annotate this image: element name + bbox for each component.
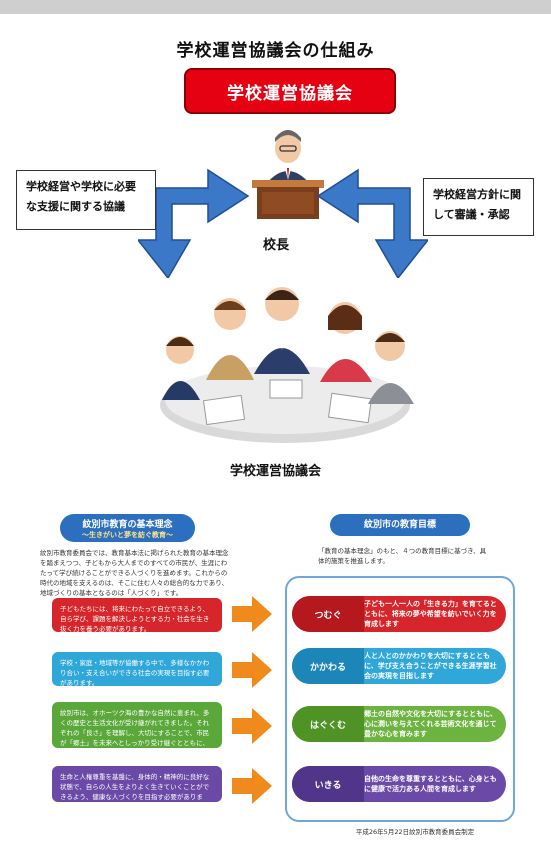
council-header-box: 学校運営協議会 xyxy=(184,68,396,114)
philosophy-subtitle: ～生きがいと夢を紡ぐ教育～ xyxy=(82,531,173,539)
principal-head xyxy=(275,133,301,163)
person-right xyxy=(368,331,414,404)
goal-text-tsumugu: 子ども一人一人の「生きる力」を育てるとともに、将来の夢や希望を紡いでいく力を育成… xyxy=(364,600,497,628)
right-explanation-text: 学校経営方針に関して審議・承認 xyxy=(433,188,521,221)
paper-1 xyxy=(202,394,246,426)
meeting-illustration xyxy=(160,287,414,443)
philosophy-card-1: 子どもたちには、将来にわたって自立できるよう、自ら学び、課題を解決しようとする力… xyxy=(52,598,222,633)
philosophy-card-2-text: 学校・家庭・地域等が協働する中で、多様なかかわり合い・支え合いができる社会の実現… xyxy=(60,659,210,687)
principal-desk-top xyxy=(252,180,324,188)
top-gray-bar xyxy=(0,0,551,14)
person-center xyxy=(254,287,310,374)
person-left xyxy=(162,336,200,400)
goal-text-ikiru: 自他の生命を尊重するとともに、心身ともに健康で活力ある人間を育成します xyxy=(364,775,497,793)
paper-3 xyxy=(269,379,303,399)
principal-hair xyxy=(275,130,301,142)
goal-key-hagukumu: はぐくむ xyxy=(292,706,364,742)
left-blue-arrow xyxy=(138,168,250,278)
establishment-footnote: 平成26年5月22日紋別市教育委員会制定 xyxy=(355,828,475,836)
philosophy-title-pill: 紋別市教育の基本理念 ～生きがいと夢を紡ぐ教育～ xyxy=(60,514,195,542)
orange-arrow-3 xyxy=(232,708,272,744)
goal-row-tsumugu: つむぐ 子ども一人一人の「生きる力」を育てるとともに、将来の夢や希望を紡いでいく… xyxy=(292,596,506,632)
left-explanation-box: 学校経営や学校に必要な支援に関する協議 xyxy=(16,170,156,230)
goal-text-kakawaru: 人と人とのかかわりを大切にするとともに、学び支え合うことができる生涯学習社会の実… xyxy=(364,652,497,680)
orange-arrow-1 xyxy=(232,596,272,632)
philosophy-card-3-text: 紋別市は、オホーツク海の豊かな自然に恵まれ、多くの歴史と生活文化が受け継がれてき… xyxy=(60,709,210,757)
goal-key-ikiru: いきる xyxy=(292,766,364,802)
meeting-caption: 学校運営協議会 xyxy=(229,464,321,479)
goals-title-pill: 紋別市の教育目標 xyxy=(330,514,470,536)
paper-2 xyxy=(327,392,373,424)
person-back-right xyxy=(320,302,372,382)
right-blue-arrow xyxy=(316,168,428,278)
philosophy-card-1-text: 子どもたちには、将来にわたって自立できるよう、自ら学び、課題を解決しようとする力… xyxy=(60,605,210,633)
philosophy-card-2: 学校・家庭・地域等が協働する中で、多様なかかわり合い・支え合いができる社会の実現… xyxy=(52,652,222,687)
philosophy-card-4: 生命と人権尊重を基盤に、身体的・精神的に良好な状態で、自らの人生をよりよく生きて… xyxy=(52,766,222,811)
goals-intro: 「教育の基本理念」のもと、４つの教育目標に基づき、具体的施策を推進します。 xyxy=(318,547,487,565)
goal-row-ikiru: いきる 自他の生命を尊重するとともに、心身ともに健康で活力ある人間を育成します xyxy=(292,766,506,802)
person-back-left xyxy=(206,298,254,380)
left-explanation-text: 学校経営や学校に必要な支援に関する協議 xyxy=(26,180,136,213)
goals-title: 紋別市の教育目標 xyxy=(363,520,436,530)
principal-illustration xyxy=(252,130,324,219)
principal-label: 校長 xyxy=(262,238,289,253)
goal-key-tsumugu: つむぐ xyxy=(292,596,364,632)
right-explanation-box: 学校経営方針に関して審議・承認 xyxy=(423,178,534,236)
goal-row-kakawaru: かかわる 人と人とのかかわりを大切にするとともに、学び支え合うことができる生涯学… xyxy=(292,648,506,684)
orange-arrow-2 xyxy=(232,652,272,688)
philosophy-title: 紋別市教育の基本理念 xyxy=(82,520,173,530)
philosophy-intro: 紋別市教育委員会では、教育基本法に掲げられた教育の基本理念を踏まえつつ、子どもか… xyxy=(40,549,229,597)
goal-row-hagukumu: はぐくむ 郷土の自然や文化を大切にするとともに、心に潤いを与えてくれる芸術文化を… xyxy=(292,706,506,742)
philosophy-card-4-text: 生命と人権尊重を基盤に、身体的・精神的に良好な状態で、自らの人生をよりよく生きて… xyxy=(60,773,210,811)
goal-text-hagukumu: 郷土の自然や文化を大切にするとともに、心に潤いを与えてくれる芸術文化を通じて豊か… xyxy=(364,710,497,738)
council-header-label: 学校運営協議会 xyxy=(227,83,353,104)
goal-key-kakawaru: かかわる xyxy=(292,648,364,684)
orange-arrow-4 xyxy=(232,768,272,804)
page-title: 学校運営協議会の仕組み xyxy=(176,41,375,61)
philosophy-card-3: 紋別市は、オホーツク海の豊かな自然に恵まれ、多くの歴史と生活文化が受け継がれてき… xyxy=(52,702,222,757)
